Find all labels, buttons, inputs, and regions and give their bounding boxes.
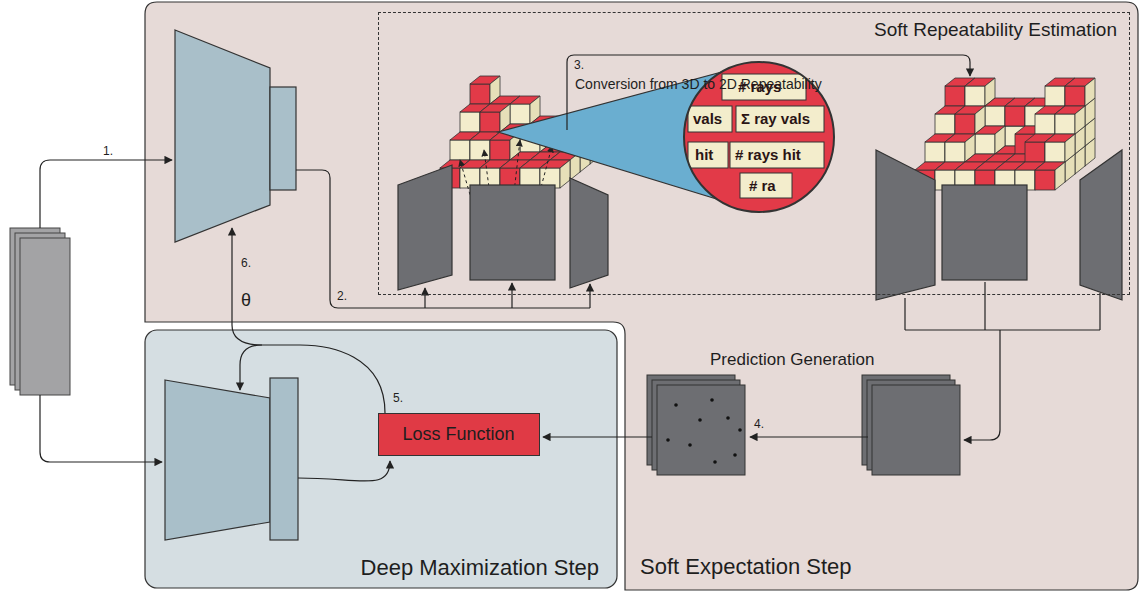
- cell-label: Σ ray vals: [741, 110, 810, 127]
- camera-planes: [398, 150, 1122, 300]
- step-number: 4.: [754, 418, 764, 432]
- maximization-region: Deep Maximization Step Loss Function: [145, 330, 617, 588]
- node-title: Deep Maximization Step: [361, 555, 599, 580]
- maximization-ground: [145, 330, 617, 588]
- cell-label: vals: [693, 110, 722, 127]
- input-stack: [10, 228, 70, 395]
- cell-label: hit: [695, 146, 713, 163]
- step-number: 2.: [337, 290, 347, 304]
- magnifier: [498, 62, 834, 212]
- keypoint-dots: [666, 398, 742, 464]
- step-number: 5.: [393, 392, 403, 406]
- cell-label: # rays hit: [735, 146, 801, 163]
- step-caption: Conversion from 3D to 2D Repeatability: [575, 76, 822, 92]
- node-title: Loss Function: [402, 424, 514, 445]
- parameter-symbol: θ: [241, 290, 251, 311]
- cell-label: # rays: [738, 78, 781, 95]
- cell-label: # ra: [749, 177, 776, 194]
- flow-arrows: [40, 55, 1100, 481]
- step-number: 6.: [241, 257, 251, 271]
- repeatability-stack: [862, 375, 960, 475]
- step-number: 3.: [574, 59, 584, 73]
- network-bottom: [165, 378, 298, 540]
- section-label: Prediction Generation: [710, 350, 874, 370]
- node-title: Soft Expectation Step: [640, 554, 852, 579]
- step-number: 1.: [103, 145, 113, 159]
- loss-box: Loss Function: [378, 413, 540, 456]
- expectation-ground: [145, 2, 1138, 590]
- node-title: Soft Repeatability Estimation: [874, 19, 1117, 41]
- prediction-stack: [647, 375, 745, 475]
- network-top: [175, 30, 296, 242]
